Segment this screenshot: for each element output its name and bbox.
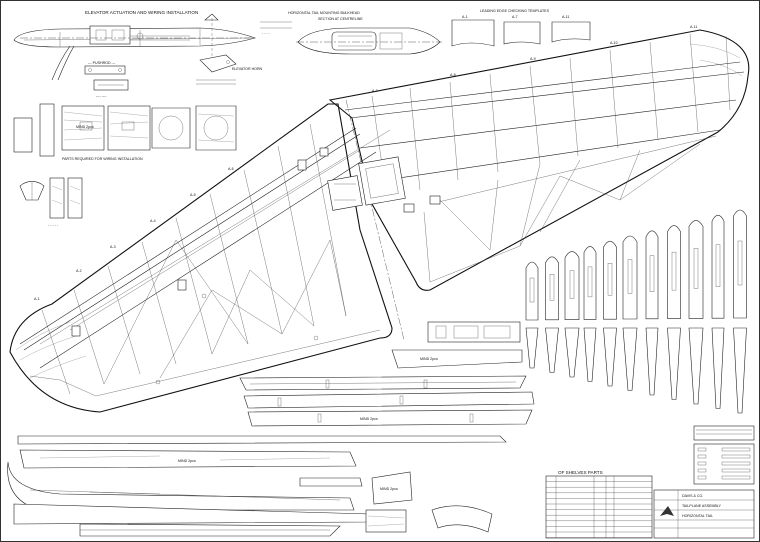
caption-le-templates: LEADING EDGE CHECKING TEMPLATES	[480, 9, 550, 13]
leading-edge-templates: LEADING EDGE CHECKING TEMPLATES A-1 A-7 …	[451, 9, 591, 47]
legend-swatch	[697, 461, 707, 466]
rib-lower	[545, 327, 559, 373]
spar-strips: MIND 2pcs MIND 2pcs MIND 2pcs MIND 2pcs	[7, 321, 535, 537]
rib-upper	[667, 225, 681, 319]
rib-lower	[622, 327, 638, 391]
title-line2: TAILPLANE ASSEMBLY	[682, 504, 722, 508]
ribs-set	[525, 209, 747, 414]
title-line3: HORIZONTAL TAIL	[682, 514, 713, 518]
rib-lower	[688, 327, 704, 405]
legend-block	[693, 425, 755, 485]
caption-elevator-actuation: ELEVATOR ACTUATION AND WIRING INSTALLATI…	[85, 10, 198, 15]
svg-text:- - - - -: - - - - -	[48, 223, 59, 227]
rib-lower	[525, 327, 539, 369]
rib-label-2: A-2	[76, 269, 82, 273]
svg-text:- - - -: - - - -	[262, 31, 271, 35]
legend-swatch	[697, 468, 707, 473]
rib-lower	[645, 327, 659, 396]
parts-list: OF SHELVES PARTS	[545, 470, 653, 539]
rib-lightening-hole	[693, 248, 699, 289]
rib-lightening-hole	[569, 270, 575, 299]
logo-icon	[660, 506, 674, 516]
legend-rating	[721, 454, 751, 459]
rib-label-5: A-5	[190, 193, 196, 197]
rib-lightening-hole	[529, 277, 535, 303]
rib-lightening-hole	[607, 263, 613, 296]
rib-lightening-hole	[715, 244, 721, 287]
rib-lightening-hole	[671, 251, 677, 291]
rib-label-7: A-7	[372, 89, 378, 93]
rib-label-8: A-8	[450, 73, 456, 77]
svg-text:--- PUSHROD ---: --- PUSHROD ---	[88, 61, 116, 65]
elevator-actuation-view: ELEVATOR ACTUATION AND WIRING INSTALLATI…	[13, 10, 256, 81]
rib-lightening-hole	[737, 240, 743, 286]
template-a11: A-11	[562, 15, 569, 19]
rib-lightening-hole	[587, 266, 593, 298]
rib-upper	[622, 235, 638, 320]
svg-text:MIND 2pcs: MIND 2pcs	[178, 459, 196, 463]
rib-upper	[583, 246, 597, 320]
wiring-parts: ---- ---- ELEVATOR HORN MIND 2pcs PARTS …	[13, 54, 263, 227]
legend-rating	[721, 447, 751, 452]
legend-swatch	[697, 447, 707, 452]
template-a7: A-7	[512, 15, 518, 19]
title-block: DAVIS & CO. TAILPLANE ASSEMBLY HORIZONTA…	[653, 489, 755, 539]
svg-text:---- ----: ---- ----	[96, 94, 107, 98]
rib-label-6: A-6	[228, 167, 234, 171]
legend-rating	[721, 475, 751, 480]
rib-lower	[564, 327, 580, 378]
rib-label-9: A-9	[530, 57, 536, 61]
tailplane-planform: A-1 A-2 A-3 A-4 A-5 A-6 A-7 A-8 A-9 A-10…	[9, 25, 750, 413]
rib-lower	[603, 327, 617, 387]
legend-rating	[721, 468, 751, 473]
rib-label-3: A-3	[110, 245, 116, 249]
svg-text:MIND 2pcs: MIND 2pcs	[420, 357, 438, 361]
rib-label-11: A-11	[690, 25, 697, 29]
template-a1: A-1	[462, 15, 468, 19]
horizontal-mount-view: HORIZONTAL TAIL MOUNTING BULKHEAD SECTIO…	[260, 11, 442, 55]
rib-upper	[733, 209, 747, 319]
rib-upper	[711, 214, 725, 319]
rib-upper	[688, 220, 704, 319]
rib-upper	[645, 230, 659, 320]
caption-parts-wiring: PARTS REQUIRED FOR WIRING INSTALLATION	[62, 157, 143, 161]
rib-upper	[603, 240, 617, 320]
rib-lower	[583, 327, 597, 382]
rib-label-4: A-4	[150, 219, 156, 223]
rib-upper	[564, 251, 580, 320]
legend-rating	[721, 461, 751, 466]
caption-section-centreline: SECTION AT CENTRELINE	[318, 17, 363, 21]
rib-lightening-hole	[549, 274, 555, 301]
svg-text:MIND 2pcs: MIND 2pcs	[76, 125, 94, 129]
legend-swatch	[697, 475, 707, 480]
rib-upper	[525, 261, 539, 321]
rib-label-1: A-1	[34, 297, 40, 301]
caption-elevator-horn: ELEVATOR HORN	[232, 67, 263, 71]
rib-lower	[733, 327, 747, 414]
rib-lightening-hole	[627, 259, 633, 294]
svg-text:MIND 2pcs: MIND 2pcs	[380, 487, 398, 491]
svg-text:MIND 2pcs: MIND 2pcs	[360, 417, 378, 421]
rib-lightening-hole	[649, 255, 655, 292]
caption-horizontal-mount: HORIZONTAL TAIL MOUNTING BULKHEAD	[288, 11, 360, 15]
caption-of-shelves: OF SHELVES PARTS	[558, 470, 603, 475]
legend-swatch	[697, 454, 707, 459]
title-company: DAVIS & CO.	[682, 494, 703, 498]
rib-upper	[545, 256, 559, 321]
rib-label-10: A-10	[610, 41, 618, 45]
rib-lower	[711, 327, 725, 409]
rib-lower	[667, 327, 681, 400]
